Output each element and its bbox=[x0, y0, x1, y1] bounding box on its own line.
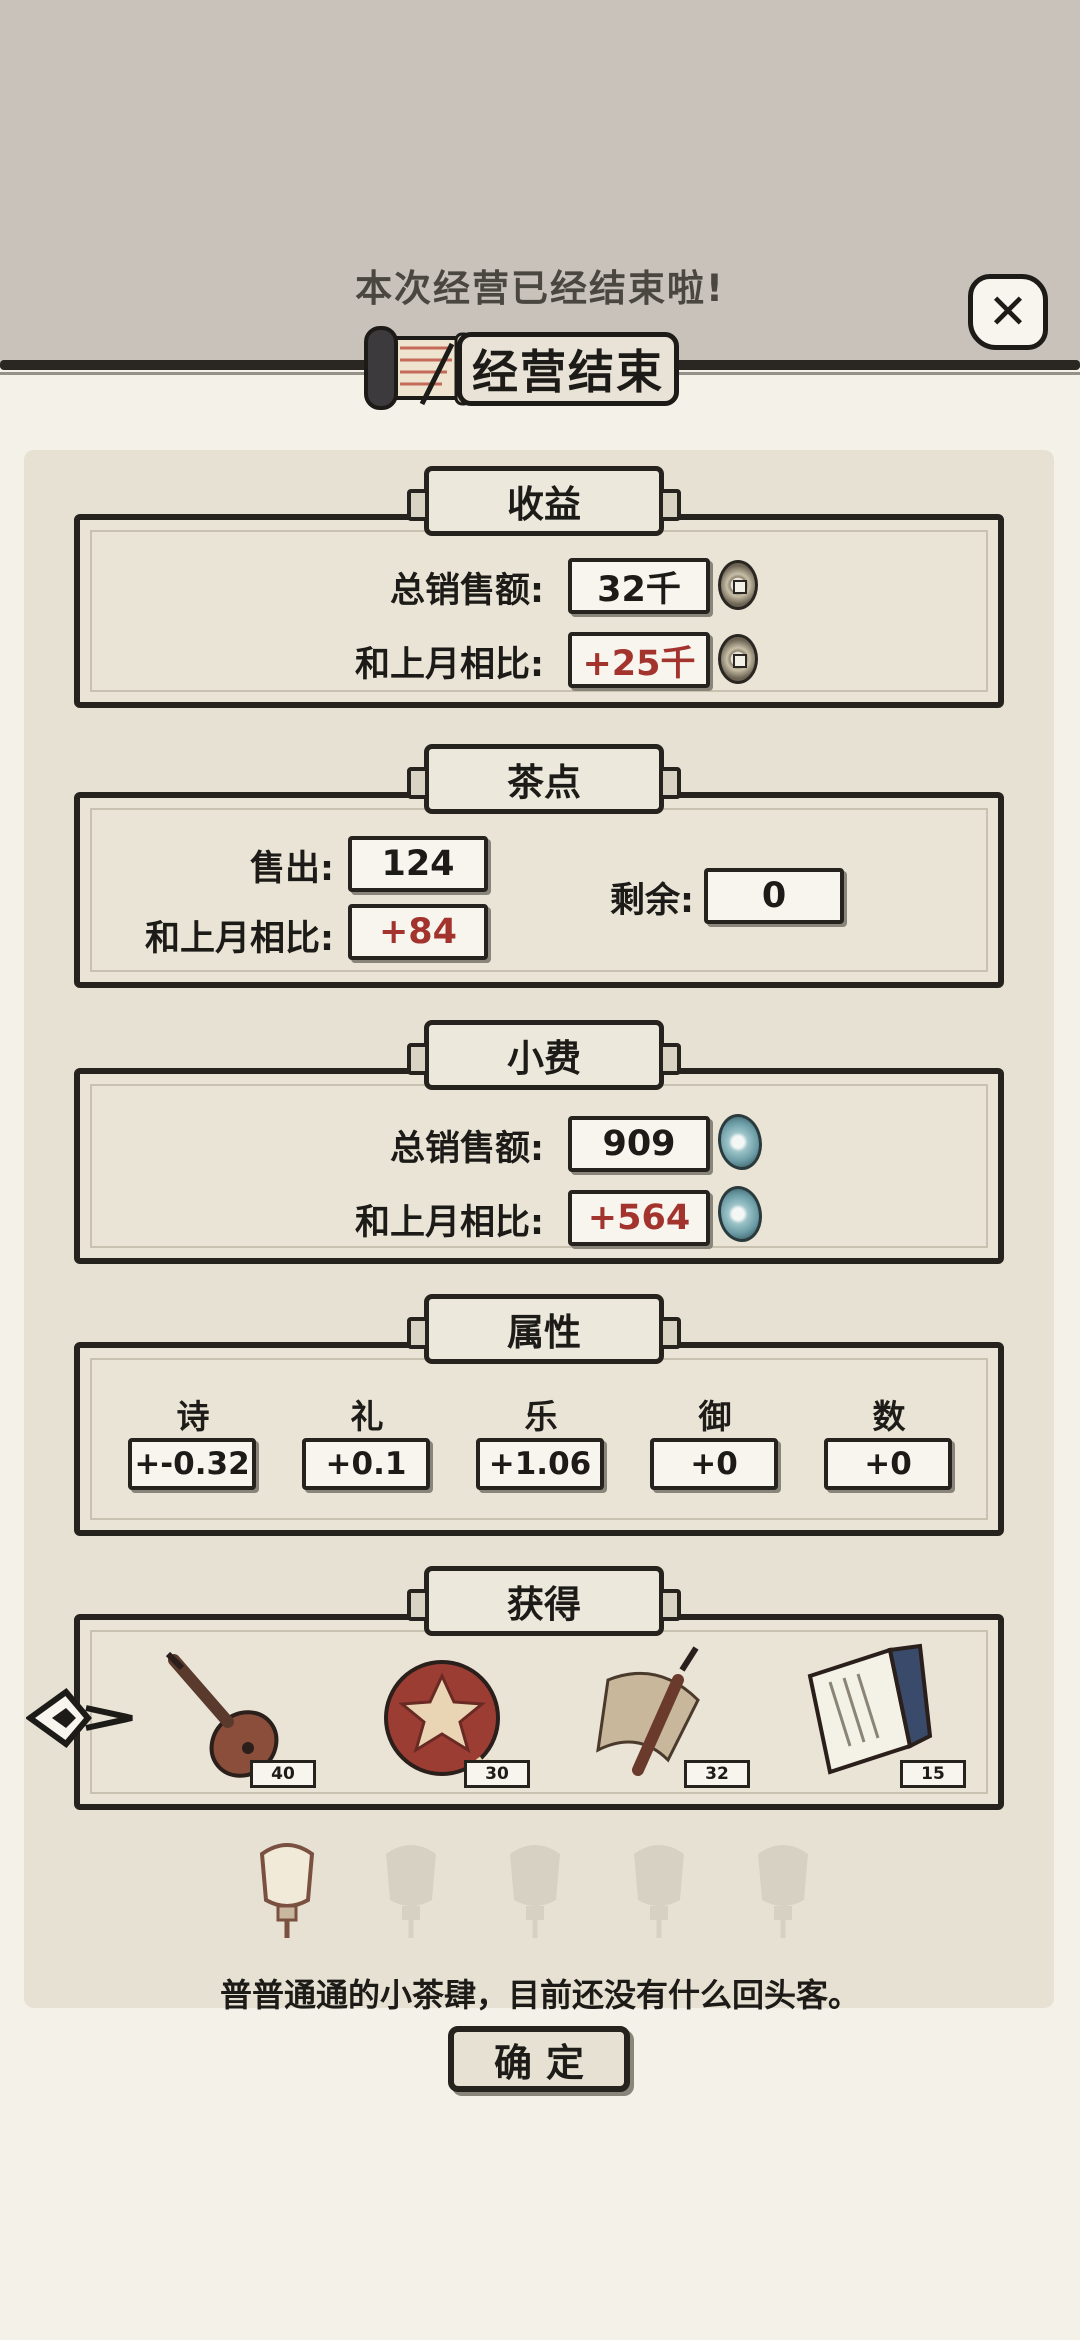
attribute-value: +0 bbox=[650, 1438, 778, 1490]
item-count: 40 bbox=[250, 1760, 316, 1788]
snacks-remaining-label: 剩余: bbox=[610, 881, 694, 921]
attribute-name: 诗 bbox=[176, 1397, 210, 1436]
snacks-section: 茶点 售出: 124 和上月相比: +84 剩余: 0 bbox=[74, 744, 1004, 994]
confirm-button[interactable]: 确定 bbox=[448, 2026, 630, 2092]
revenue-title: 收益 bbox=[407, 466, 681, 536]
book-icon[interactable] bbox=[790, 1636, 940, 1786]
revenue-section: 收益 总销售额: 32千 和上月相比: +25千 bbox=[74, 466, 1004, 716]
lantern-lit-icon bbox=[259, 1843, 315, 1938]
revenue-total-value: 32千 bbox=[568, 558, 710, 614]
lantern-unlit-icon bbox=[634, 1845, 684, 1938]
lantern-unlit-icon bbox=[386, 1845, 436, 1938]
jade-icon bbox=[718, 1114, 762, 1170]
item-count: 30 bbox=[464, 1760, 530, 1788]
obtained-title: 获得 bbox=[407, 1566, 681, 1636]
revenue-total-label: 总销售额: bbox=[390, 571, 544, 611]
attribute-value: +-0.32 bbox=[128, 1438, 256, 1490]
snacks-sold-value: 124 bbox=[348, 836, 488, 892]
tips-section: 小费 总销售额: 909 和上月相比: +564 bbox=[74, 1020, 1004, 1270]
item-count: 32 bbox=[684, 1760, 750, 1788]
lantern-unlit-icon bbox=[510, 1845, 560, 1938]
side-arrow-icon[interactable] bbox=[26, 1678, 136, 1758]
lantern-unlit-icon bbox=[758, 1845, 808, 1938]
revenue-compare-value: +25千 bbox=[568, 632, 710, 688]
attribute-value: +0 bbox=[824, 1438, 952, 1490]
tips-frame bbox=[74, 1068, 1004, 1264]
attribute-name: 乐 bbox=[524, 1397, 558, 1436]
snacks-title: 茶点 bbox=[407, 744, 681, 814]
attribute-name: 御 bbox=[698, 1397, 732, 1436]
banner-title: 经营结束 bbox=[457, 332, 679, 406]
shop-description: 普普通通的小茶肆，目前还没有什么回头客。 bbox=[219, 1976, 860, 2014]
revenue-compare-label: 和上月相比: bbox=[355, 645, 544, 685]
tips-total-label: 总销售额: bbox=[390, 1129, 544, 1169]
snacks-compare-value: +84 bbox=[348, 904, 488, 960]
attribute-name: 数 bbox=[872, 1397, 906, 1436]
coin-icon bbox=[718, 560, 758, 610]
attributes-section: 属性 诗 +-0.32 礼 +0.1 乐 +1.06 御 +0 数 +0 bbox=[74, 1294, 1004, 1544]
tips-title: 小费 bbox=[407, 1020, 681, 1090]
attribute-value: +0.1 bbox=[302, 1438, 430, 1490]
item-count: 15 bbox=[900, 1760, 966, 1788]
snacks-remaining-value: 0 bbox=[704, 868, 844, 924]
coin-icon bbox=[718, 634, 758, 684]
end-notice: 本次经营已经结束啦! bbox=[355, 267, 725, 310]
tips-total-value: 909 bbox=[568, 1116, 710, 1172]
attribute-name: 礼 bbox=[350, 1397, 384, 1436]
tips-compare-label: 和上月相比: bbox=[355, 1203, 544, 1243]
top-background bbox=[0, 0, 1080, 368]
attribute-value: +1.06 bbox=[476, 1438, 604, 1490]
jade-icon bbox=[718, 1186, 762, 1242]
close-button[interactable]: ✕ bbox=[968, 274, 1048, 350]
obtained-section: 获得 40 30 32 15 bbox=[74, 1566, 1004, 1816]
close-icon: ✕ bbox=[987, 284, 1029, 340]
reputation-lanterns bbox=[0, 1830, 1080, 1940]
revenue-frame bbox=[74, 514, 1004, 708]
title-banner: 经营结束 bbox=[352, 318, 692, 418]
snacks-compare-label: 和上月相比: bbox=[145, 919, 334, 959]
snacks-sold-label: 售出: bbox=[250, 849, 334, 889]
scroll-brush-icon[interactable] bbox=[578, 1640, 728, 1790]
tips-compare-value: +564 bbox=[568, 1190, 710, 1246]
attributes-title: 属性 bbox=[407, 1294, 681, 1364]
